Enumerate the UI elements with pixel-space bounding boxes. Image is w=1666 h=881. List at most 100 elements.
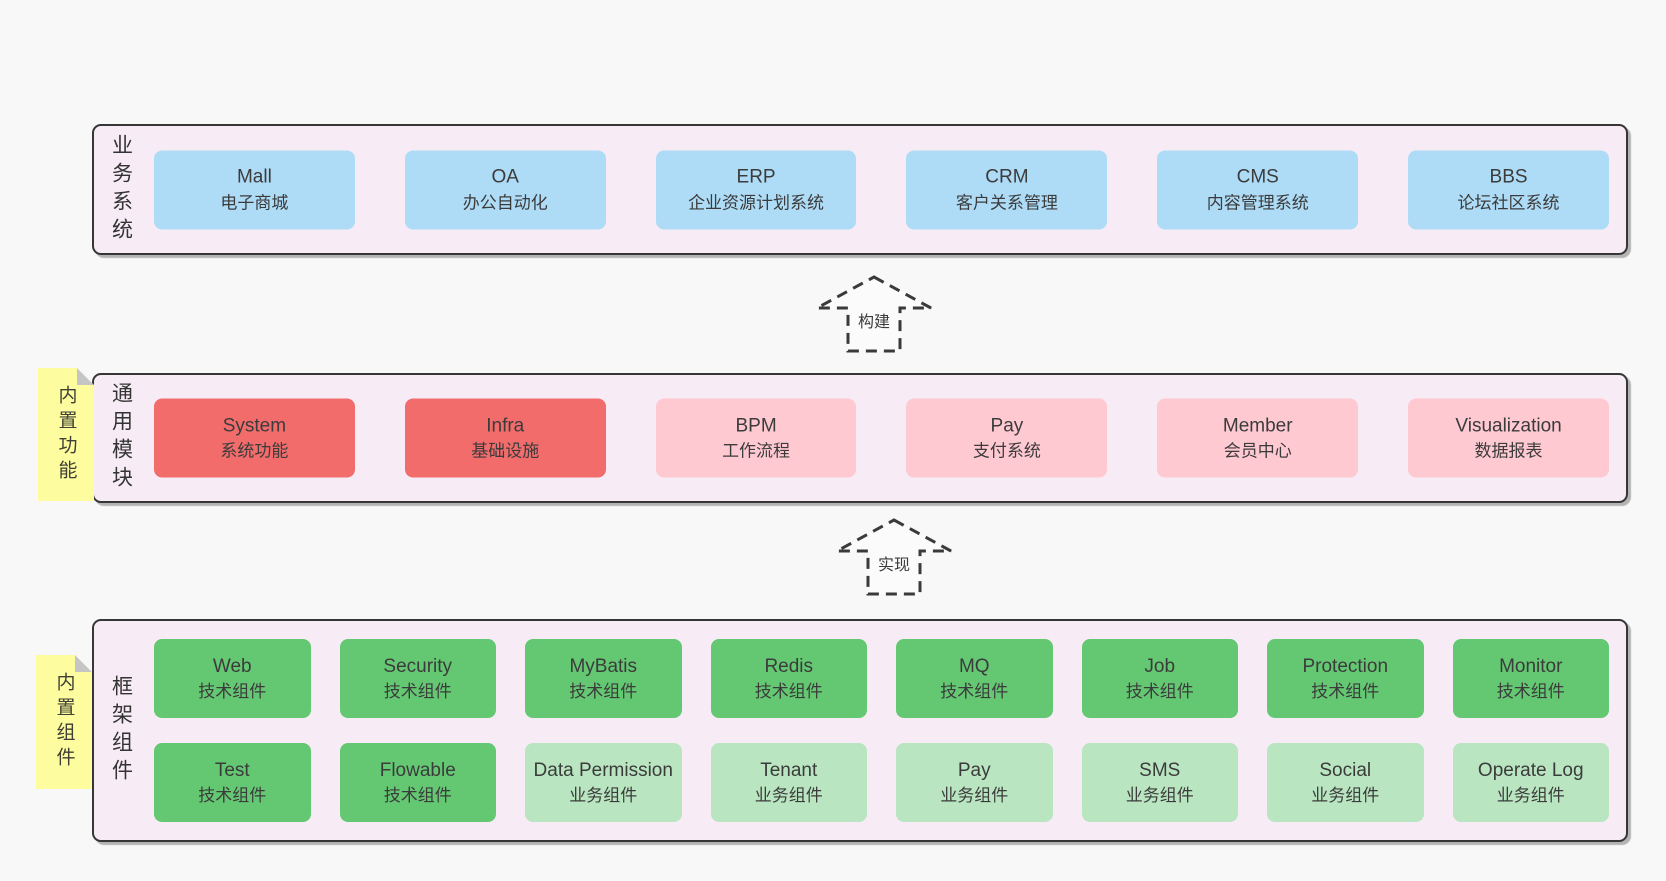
box-visualization: Visualization 数据报表: [1408, 398, 1609, 478]
box-subtitle: 技术组件: [198, 682, 267, 702]
box-subtitle: 会员中心: [1223, 441, 1292, 461]
components-boxes-rows: Web 技术组件 Security 技术组件 MyBatis 技术组件 Redi…: [154, 621, 1609, 840]
box-name: Infra: [486, 415, 525, 436]
box-pay-component: Pay 业务组件: [896, 743, 1053, 822]
builtin-components-note: 内置组件: [36, 655, 92, 789]
box-test: Test 技术组件: [154, 743, 311, 822]
box-subtitle: 论坛社区系统: [1457, 193, 1560, 213]
box-subtitle: 业务组件: [1496, 786, 1565, 806]
box-subtitle: 业务组件: [569, 786, 638, 806]
box-tenant: Tenant 业务组件: [710, 743, 867, 822]
modules-boxes-row: System 系统功能 Infra 基础设施 BPM 工作流程 Pay 支付系统…: [154, 398, 1609, 478]
box-name: Data Permission: [533, 759, 673, 781]
box-name: CMS: [1236, 166, 1279, 188]
box-mall: Mall 电子商城: [154, 150, 355, 229]
components-row-2: Test 技术组件 Flowable 技术组件 Data Permission …: [154, 743, 1609, 822]
box-name: Web: [212, 655, 252, 677]
box-member: Member 会员中心: [1157, 398, 1359, 478]
box-name: Job: [1144, 655, 1176, 677]
box-subtitle: 技术组件: [198, 786, 267, 806]
box-sms: SMS 业务组件: [1081, 743, 1238, 822]
box-name: Pay: [990, 415, 1024, 436]
box-name: Mall: [236, 166, 272, 188]
framework-components-layer: 框架组件 Web 技术组件 Security 技术组件 MyBatis 技术组件…: [92, 619, 1628, 842]
box-security: Security 技术组件: [339, 639, 496, 718]
box-erp: ERP 企业资源计划系统: [655, 150, 857, 229]
box-subtitle: 数据报表: [1474, 441, 1543, 461]
box-web: Web 技术组件: [154, 639, 311, 718]
box-name: Test: [214, 759, 250, 781]
note-text: 内置功能: [55, 384, 77, 485]
box-subtitle: 技术组件: [754, 682, 823, 702]
box-job: Job 技术组件: [1081, 639, 1238, 718]
box-operate-log: Operate Log 业务组件: [1452, 743, 1609, 822]
note-text: 内置组件: [53, 672, 75, 772]
box-subtitle: 电子商城: [220, 193, 289, 213]
layer-label-text: 通用模块: [109, 382, 133, 494]
box-subtitle: 技术组件: [569, 682, 638, 702]
box-name: Pay: [957, 759, 991, 781]
box-name: Flowable: [379, 759, 456, 781]
box-bbs: BBS 论坛社区系统: [1408, 150, 1609, 229]
box-protection: Protection 技术组件: [1267, 639, 1424, 718]
build-arrow: 构建: [812, 274, 936, 354]
box-subtitle: 技术组件: [1496, 682, 1565, 702]
box-mq: MQ 技术组件: [896, 639, 1053, 718]
box-name: MyBatis: [569, 655, 638, 677]
box-name: MQ: [958, 655, 990, 677]
box-name: BBS: [1489, 166, 1528, 188]
box-name: BPM: [735, 415, 777, 436]
box-cms: CMS 内容管理系统: [1157, 150, 1359, 229]
box-subtitle: 技术组件: [940, 682, 1009, 702]
common-modules-layer: 通用模块 System 系统功能 Infra 基础设施 BPM 工作流程 Pay…: [92, 373, 1628, 503]
box-subtitle: 办公自动化: [462, 193, 548, 213]
builtin-features-note: 内置功能: [38, 368, 94, 501]
box-social: Social 业务组件: [1267, 743, 1424, 822]
box-name: System: [222, 415, 287, 436]
box-name: Tenant: [760, 759, 818, 781]
box-redis: Redis 技术组件: [710, 639, 867, 718]
box-name: Protection: [1302, 655, 1389, 677]
modules-layer-label: 通用模块: [106, 375, 136, 501]
box-pay-module: Pay 支付系统: [906, 398, 1108, 478]
box-subtitle: 支付系统: [972, 441, 1041, 461]
box-name: Member: [1222, 415, 1293, 436]
box-infra: Infra 基础设施: [404, 398, 606, 478]
box-name: Social: [1319, 759, 1372, 781]
box-subtitle: 技术组件: [383, 682, 452, 702]
box-name: Security: [383, 655, 453, 677]
box-subtitle: 业务组件: [1311, 786, 1380, 806]
box-system: System 系统功能: [154, 398, 355, 478]
box-oa: OA 办公自动化: [404, 150, 606, 229]
implement-arrow-label: 实现: [875, 550, 913, 575]
business-layer-label: 业务系统: [106, 126, 136, 253]
business-systems-layer: 业务系统 Mall 电子商城 OA 办公自动化 ERP 企业资源计划系统 CRM…: [92, 124, 1628, 255]
box-subtitle: 技术组件: [1311, 682, 1380, 702]
box-subtitle: 业务组件: [754, 786, 823, 806]
box-monitor: Monitor 技术组件: [1452, 639, 1609, 718]
box-subtitle: 工作流程: [722, 441, 791, 461]
box-crm: CRM 客户关系管理: [906, 150, 1108, 229]
layer-label-text: 业务系统: [109, 133, 133, 246]
box-data-permission: Data Permission 业务组件: [525, 743, 682, 822]
box-subtitle: 企业资源计划系统: [688, 193, 825, 213]
box-name: Operate Log: [1477, 759, 1584, 781]
note-fold-corner-icon: [77, 368, 94, 385]
box-subtitle: 客户关系管理: [955, 193, 1058, 213]
box-subtitle: 内容管理系统: [1206, 193, 1309, 213]
box-subtitle: 业务组件: [940, 786, 1009, 806]
note-fold-corner-icon: [75, 655, 92, 672]
build-arrow-label: 构建: [855, 307, 893, 332]
box-name: Monitor: [1499, 655, 1563, 677]
box-flowable: Flowable 技术组件: [339, 743, 496, 822]
layer-label-text: 框架组件: [109, 674, 133, 787]
box-subtitle: 技术组件: [1125, 682, 1194, 702]
box-subtitle: 系统功能: [220, 441, 289, 461]
box-name: SMS: [1139, 759, 1181, 781]
box-subtitle: 技术组件: [383, 786, 452, 806]
box-name: Redis: [764, 655, 814, 677]
box-mybatis: MyBatis 技术组件: [525, 639, 682, 718]
components-row-1: Web 技术组件 Security 技术组件 MyBatis 技术组件 Redi…: [154, 639, 1609, 718]
implement-arrow: 实现: [832, 517, 956, 597]
box-name: Visualization: [1455, 415, 1562, 436]
